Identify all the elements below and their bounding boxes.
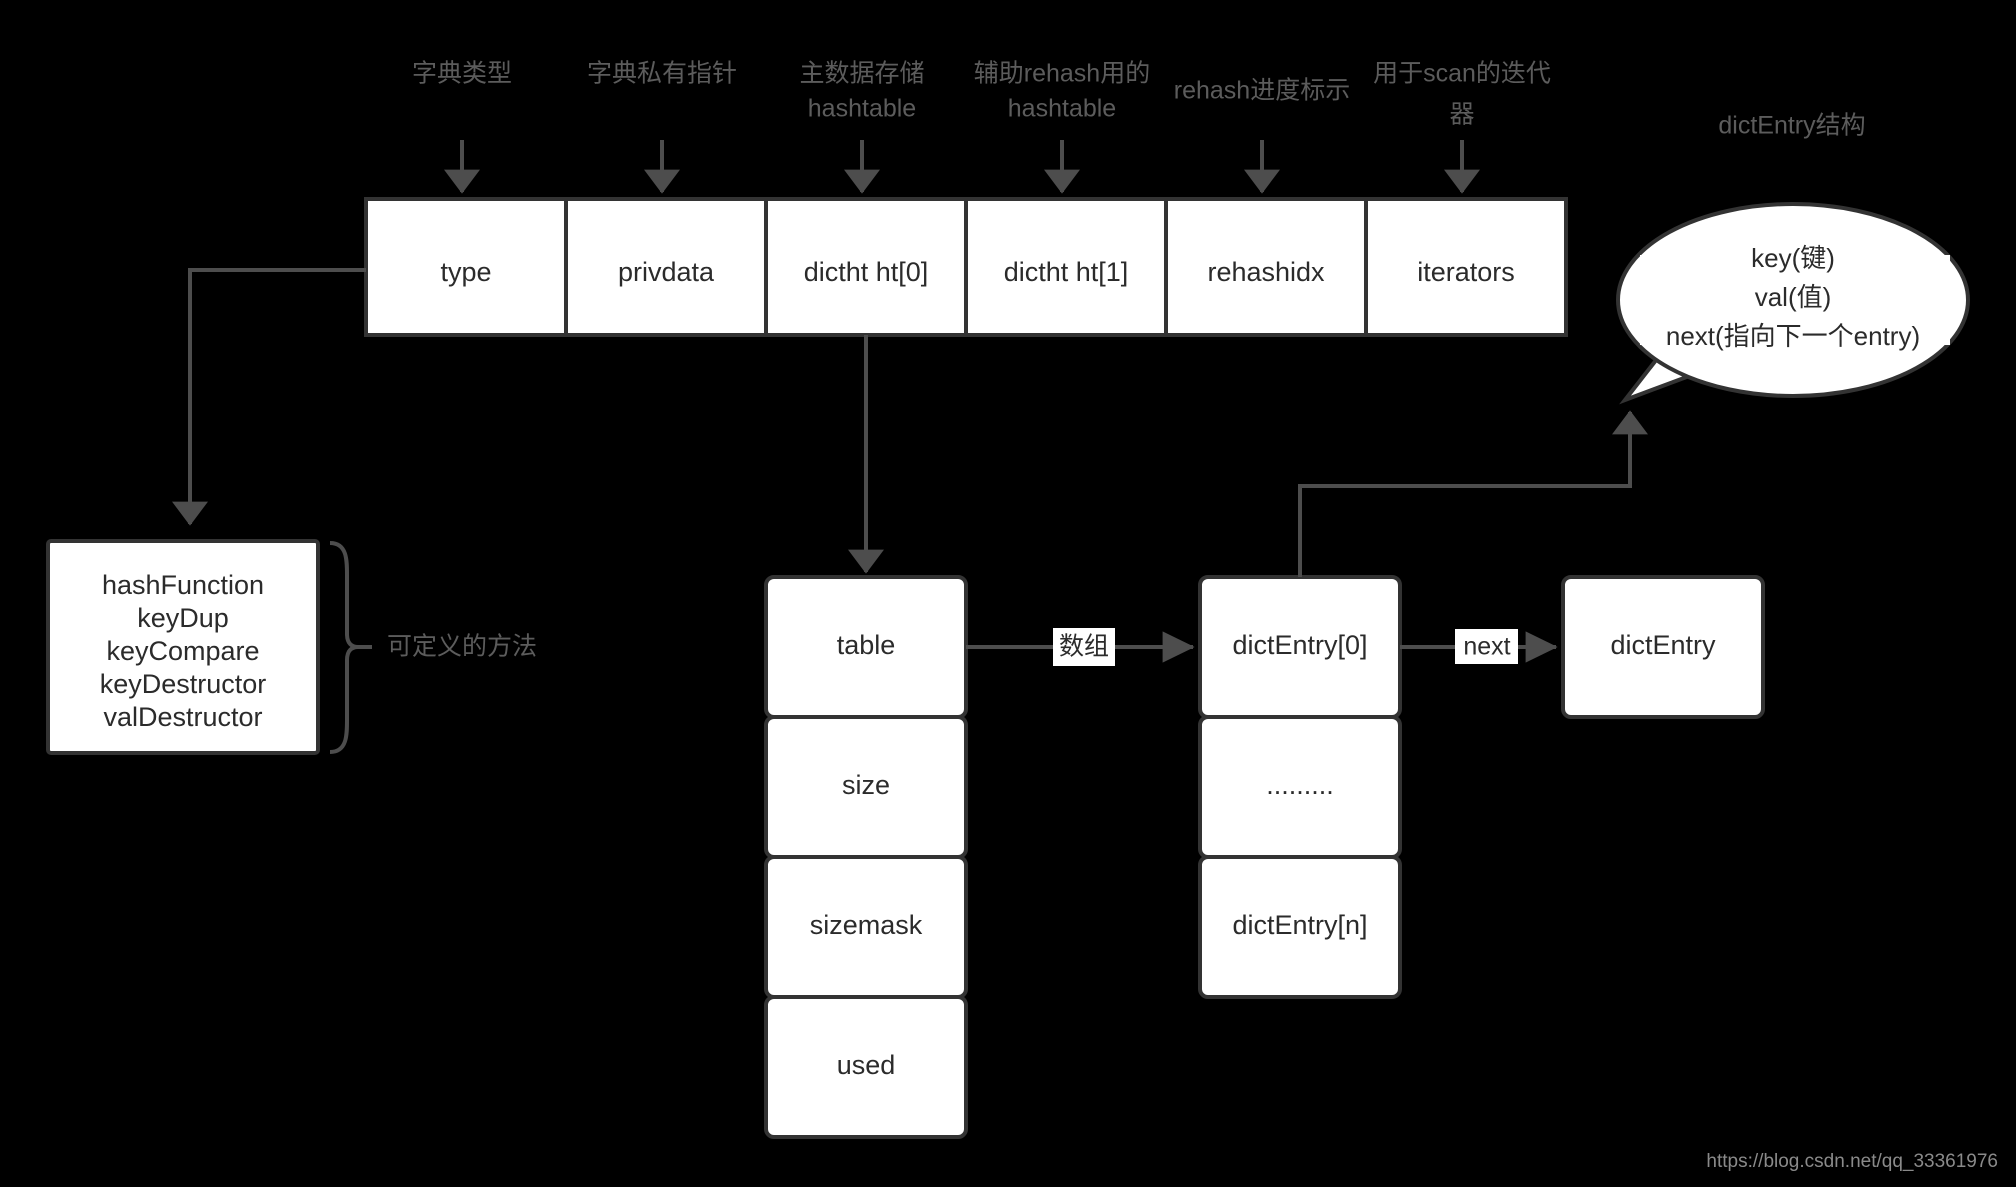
dictentry-cell-ellipsis-label: ......... xyxy=(1266,770,1334,800)
dict-cell-rehashidx[interactable] xyxy=(1164,197,1368,337)
dict-cell-iterators[interactable] xyxy=(1364,197,1568,337)
dictht-cell-sizemask-label: sizemask xyxy=(810,910,923,940)
callout-tail-cover xyxy=(1640,255,1950,345)
edge-label-array-bg xyxy=(1053,628,1115,666)
annotation-iterators-line1: 用于scan的迭代 xyxy=(1373,60,1551,88)
dictentry-cell-n[interactable] xyxy=(1198,855,1402,999)
dict-cell-iterators-label: iterators xyxy=(1417,257,1515,287)
dict-cell-rehashidx-label: rehashidx xyxy=(1207,257,1325,287)
watermark: https://blog.csdn.net/qq_33361976 xyxy=(1706,1151,1998,1172)
annotation-iterators-line2: 器 xyxy=(1449,101,1474,129)
next-dictentry-rect[interactable] xyxy=(1561,575,1765,719)
method-hashfunction: hashFunction xyxy=(102,570,264,600)
annotation-arrows xyxy=(444,140,1480,194)
dict-type-methods-box[interactable]: hashFunction keyDup keyCompare keyDestru… xyxy=(46,539,320,755)
method-keycompare: keyCompare xyxy=(106,636,259,666)
method-keydup: keyDup xyxy=(137,603,229,633)
annotation-dictentry-struct: dictEntry结构 xyxy=(1718,112,1865,140)
callout-line-val: val(值) xyxy=(1755,282,1832,312)
dict-cell-privdata-label: privdata xyxy=(618,257,715,287)
dictht-cell-size-label: size xyxy=(842,770,890,800)
dictentry-cell-n-label: dictEntry[n] xyxy=(1232,910,1367,940)
annotation-type: 字典类型 xyxy=(412,60,512,88)
dict-cell-ht0[interactable] xyxy=(764,197,968,337)
dictht-cell-table-label: table xyxy=(837,630,896,660)
dict-cell-ht0-label: dictht ht[0] xyxy=(804,257,929,287)
edge-label-next: next xyxy=(1463,633,1510,661)
annotation-definable-methods: 可定义的方法 xyxy=(387,633,537,661)
method-keydestructor: keyDestructor xyxy=(100,669,267,699)
dictht-cell-used[interactable] xyxy=(764,995,968,1139)
connector-type-to-methods xyxy=(172,268,366,526)
annotation-privdata: 字典私有指针 xyxy=(587,60,737,88)
method-valdestructor: valDestructor xyxy=(103,702,262,732)
annotation-rehashidx: rehash进度标示 xyxy=(1174,77,1350,105)
top-annotations: 字典类型 字典私有指针 主数据存储 hashtable 辅助rehash用的 h… xyxy=(412,60,1866,140)
annotation-ht1-line1: 辅助rehash用的 xyxy=(974,60,1150,88)
dictentry-callout[interactable]: key(键) val(值) next(指向下一个entry) xyxy=(1616,202,1970,405)
callout-line-key: key(键) xyxy=(1751,243,1835,273)
edge-label-next-bg xyxy=(1455,629,1518,664)
edge-label-array: 数组 xyxy=(1059,633,1109,661)
methods-box-rect[interactable] xyxy=(46,539,320,755)
dict-cell-type[interactable] xyxy=(364,197,568,337)
dictentry-array-column[interactable]: dictEntry[0] ......... dictEntry[n] xyxy=(1198,575,1402,999)
annotation-ht0-line2: hashtable xyxy=(808,95,916,123)
dictht-fields-column[interactable]: table size sizemask used xyxy=(764,575,968,1139)
dictentry-cell-0-label: dictEntry[0] xyxy=(1232,630,1367,660)
dict-cell-type-label: type xyxy=(440,257,491,287)
dictht-cell-used-label: used xyxy=(837,1050,896,1080)
annotation-ht0-line1: 主数据存储 xyxy=(799,60,924,88)
callout-line-next: next(指向下一个entry) xyxy=(1666,321,1920,351)
methods-curly-brace xyxy=(329,541,372,754)
annotation-ht1-line2: hashtable xyxy=(1008,95,1116,123)
dict-cell-ht1-label: dictht ht[1] xyxy=(1004,257,1129,287)
next-dictentry-label: dictEntry xyxy=(1610,630,1716,660)
connector-dictentry-to-callout xyxy=(1298,410,1648,577)
next-dictentry-box[interactable]: dictEntry xyxy=(1561,575,1765,719)
dict-struct-row[interactable]: type privdata dictht ht[0] dictht ht[1] … xyxy=(364,197,1568,337)
dict-cell-ht1[interactable] xyxy=(964,197,1168,337)
